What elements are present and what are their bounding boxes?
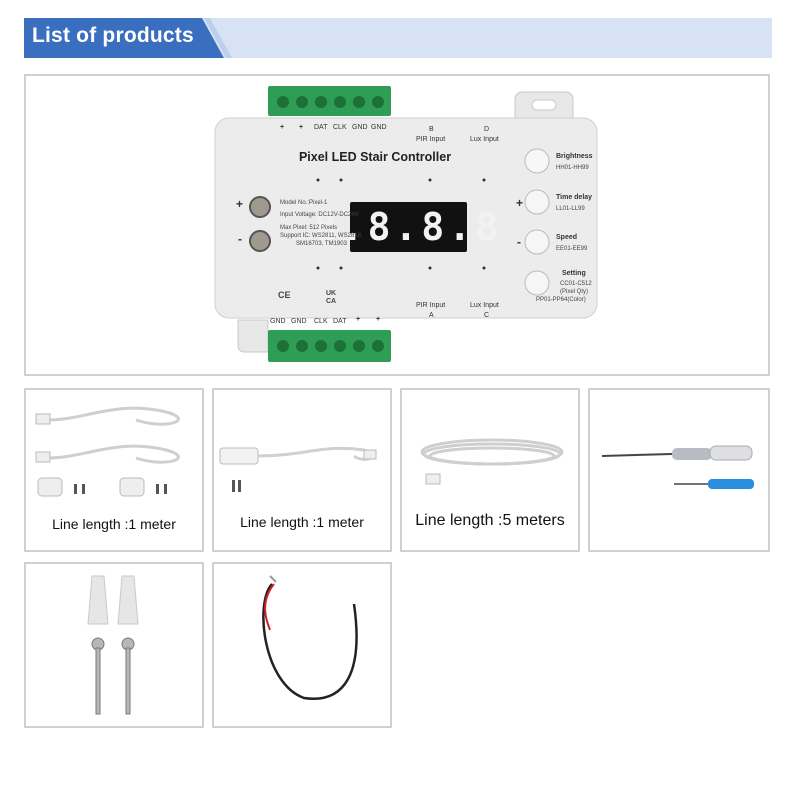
input-c-label: Lux Input <box>470 302 499 309</box>
bottom-terminal-1: GND <box>270 318 286 325</box>
lux-sensor-panel: Line length :1 meter <box>212 388 392 552</box>
model-text: Model No.:Pixel-1 <box>280 200 328 206</box>
power-wire-image <box>262 575 358 700</box>
banner-shape <box>24 18 772 58</box>
top-terminal-2: + <box>299 124 304 131</box>
extension-cable-image <box>420 438 564 485</box>
voltage-text: Input Voltage: DC12V-DC24V <box>280 212 359 218</box>
item-caption-2: Line length :1 meter <box>240 514 364 530</box>
header-banner: List of products <box>24 18 772 58</box>
ce-mark: CE <box>278 290 291 300</box>
input-d-letter: D <box>484 126 490 133</box>
top-terminal-3: DAT <box>314 124 328 131</box>
brightness-label: Brightness <box>556 153 593 160</box>
wall-anchor-panel <box>24 562 204 728</box>
page-title: List of products <box>32 24 194 47</box>
max-pixel-text: Max Pixel: 512 Pixels <box>280 225 338 231</box>
screwdrivers-image <box>601 445 754 489</box>
support-ic-text-2: SM16703, TM1903 <box>296 241 347 247</box>
setting-label: Setting <box>562 270 586 277</box>
input-d-label: Lux Input <box>470 136 499 143</box>
setting-range: CC01-C512 <box>560 281 592 287</box>
speed-label: Speed <box>556 234 578 241</box>
time-delay-plus: + <box>516 196 524 210</box>
item-caption-1: Line length :1 meter <box>52 516 176 532</box>
input-a-letter: A <box>429 312 434 319</box>
input-b-label: PIR Input <box>416 136 446 143</box>
bottom-terminal-2: GND <box>291 318 307 325</box>
bottom-terminal-5: + <box>356 316 361 323</box>
bottom-terminal-6: + <box>376 316 381 323</box>
input-a-label: PIR Input <box>416 302 446 309</box>
top-terminal-5: GND <box>352 124 368 131</box>
item-caption-3: Line length :5 meters <box>415 512 565 529</box>
speed-minus: - <box>517 235 521 249</box>
input-c-letter: C <box>484 312 490 319</box>
input-b-letter: B <box>429 126 434 133</box>
minus-sign: - <box>238 232 242 246</box>
pir-sensor-panel: Line length :1 meter <box>24 388 204 552</box>
support-ic-text: Support IC: WS2811, WS2818, <box>280 233 363 239</box>
setting-color-range: PP01-PP64(Color) <box>536 297 586 303</box>
top-terminal-4: CLK <box>333 124 347 131</box>
bottom-terminal-4: DAT <box>333 318 347 325</box>
speed-range: EE01-EE99 <box>556 246 588 252</box>
top-terminal-6: GND <box>371 124 387 131</box>
anchors-and-screws-image <box>87 575 139 715</box>
controller-title: Pixel LED Stair Controller <box>298 150 452 164</box>
extension-cable-panel: Line length :5 meters <box>400 388 580 552</box>
pir-sensor-cables-image <box>35 406 180 497</box>
time-delay-range: LL01-LL99 <box>556 206 585 212</box>
brightness-range: HH01-HH99 <box>556 165 589 171</box>
top-terminal-1: + <box>280 124 285 131</box>
ukca-mark: UK CA <box>326 290 337 305</box>
setting-pixel-qty: (Pixel Qty) <box>560 289 589 295</box>
led-display: 8.8.8.8 <box>313 205 503 249</box>
plus-sign: + <box>236 197 244 211</box>
power-wire-panel <box>212 562 392 728</box>
time-delay-label: Time delay <box>556 194 593 201</box>
screwdriver-panel <box>588 388 770 552</box>
lux-sensor-cable-image <box>219 446 377 492</box>
bottom-terminal-3: CLK <box>314 318 328 325</box>
